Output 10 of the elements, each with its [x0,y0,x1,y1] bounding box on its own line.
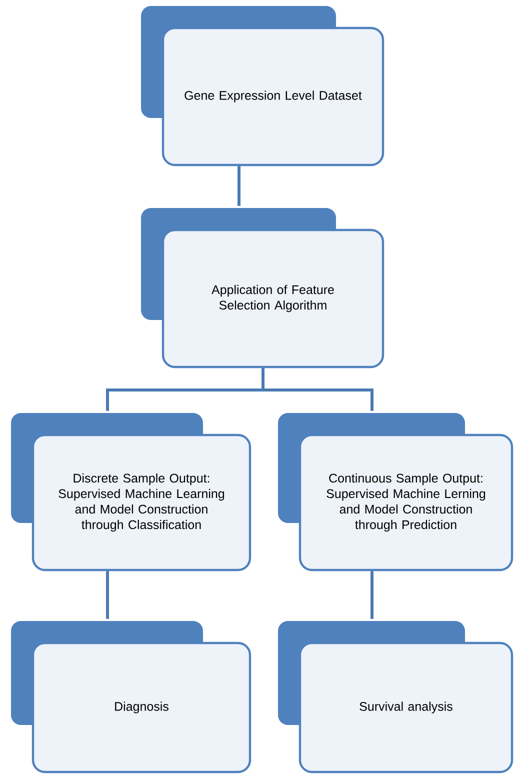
process-box: Gene Expression Level Dataset [141,6,384,166]
connector-line [106,571,109,619]
process-box: Continuous Sample Output: Supervised Machine Lerning and Model Construction through Prediction [278,413,514,572]
connector-line [370,571,374,619]
connector-line [262,368,374,411]
connector-line [238,166,240,206]
process-box: Diagnosis [11,621,252,774]
process-box: Application of Feature Selection Algorithm [141,208,384,368]
process-box: Discrete Sample Output: Supervised Machine Learning and Model Construction through Classification [11,413,252,572]
process-box: Survival analysis [278,621,514,774]
